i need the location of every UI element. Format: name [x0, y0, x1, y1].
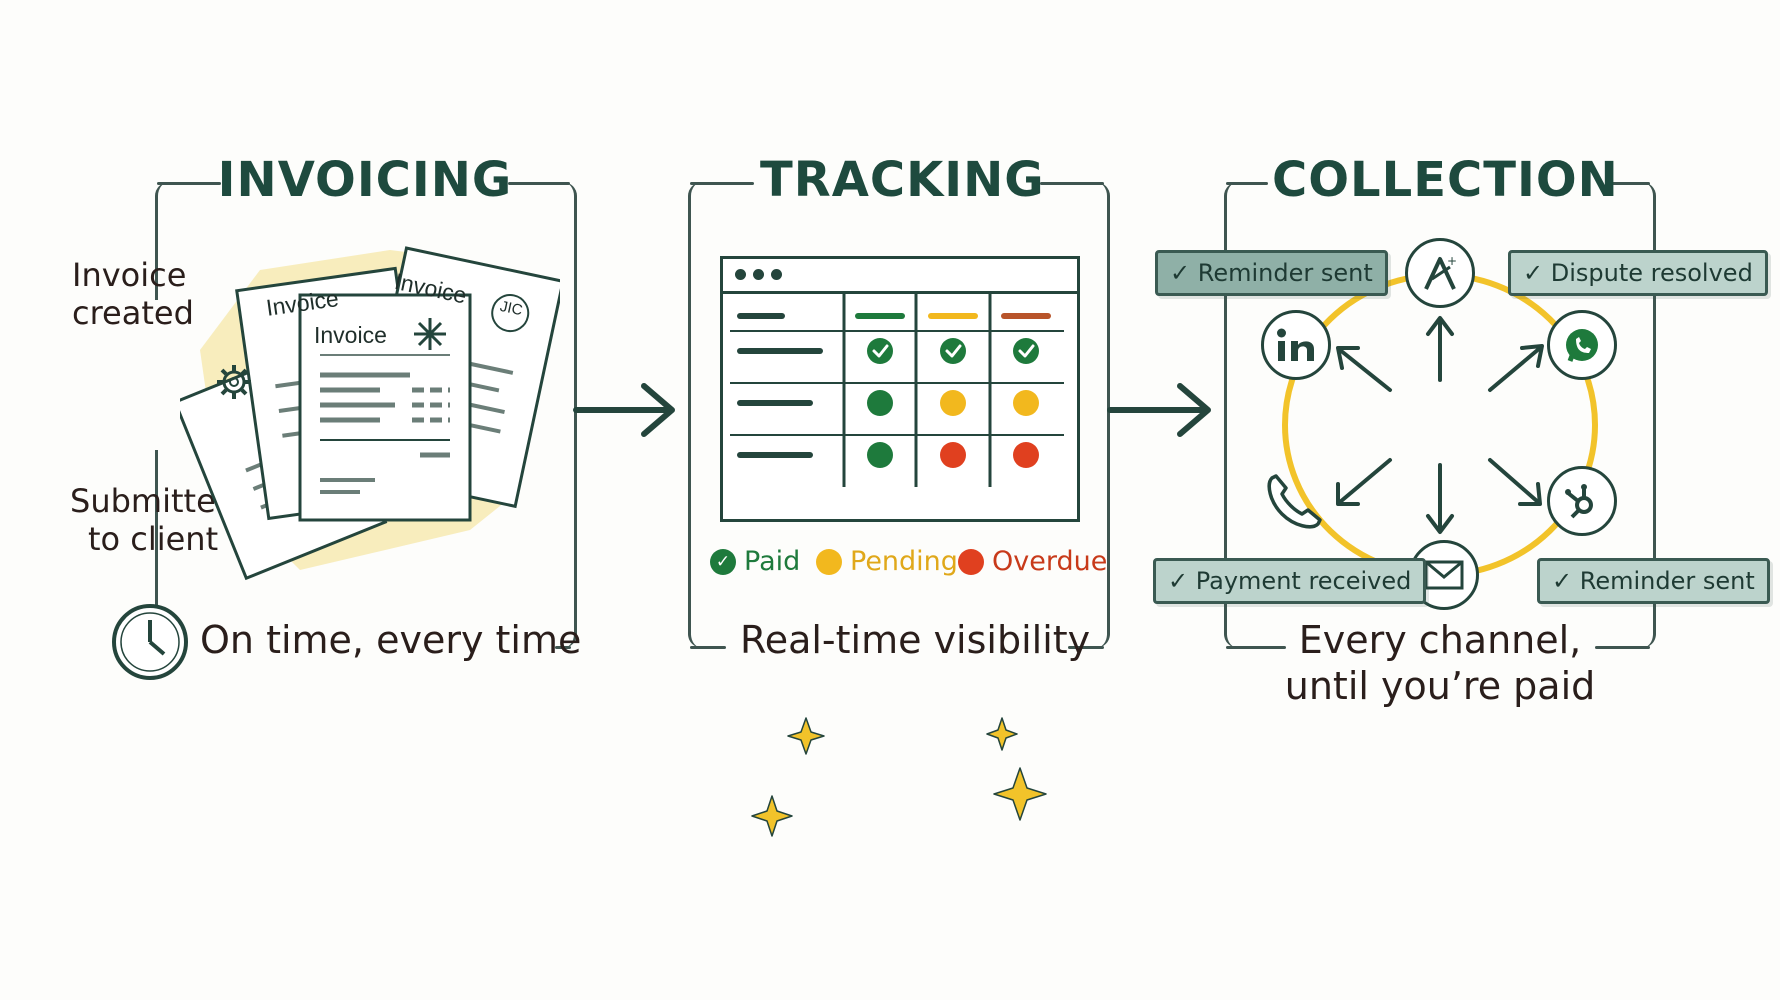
frame-bottom-right [555, 646, 571, 649]
frame-top-right [1612, 182, 1650, 185]
email-icon [1409, 540, 1479, 610]
invoice-created-label: Invoice created [72, 256, 194, 332]
sparkle-logo-icon [414, 318, 446, 350]
invoicing-title: INVOICING [217, 152, 513, 208]
tag-reminder-sent-bottom: ✓ Reminder sent [1537, 558, 1770, 604]
overdue-dot-icon [958, 548, 984, 575]
clock-icon [112, 604, 188, 680]
sparkle-icon [986, 717, 1018, 751]
linkedin-icon [1261, 310, 1331, 380]
status-dot-paid [867, 390, 893, 416]
invoicing-caption: On time, every time [200, 618, 582, 662]
status-dot-pending [940, 390, 966, 416]
tracking-window [720, 256, 1080, 522]
invoice-documents-illustration [180, 246, 560, 581]
collection-caption-line2: until you’re paid [1284, 664, 1596, 708]
window-dot-icon [753, 269, 764, 280]
status-dot-overdue [940, 442, 966, 468]
frame-top-right [1040, 182, 1104, 185]
front-invoice-title: Invoice [314, 322, 387, 348]
legend-pending: Pending [816, 546, 958, 577]
legend-paid-label: Paid [744, 546, 801, 577]
status-dot-pending [1013, 390, 1039, 416]
check-icon [872, 344, 889, 358]
svg-text:+: + [1447, 254, 1457, 268]
check-icon [1018, 344, 1035, 358]
hubspot-icon [1547, 466, 1617, 536]
status-dot-paid [867, 338, 893, 364]
window-dot-icon [771, 269, 782, 280]
check-icon: ✓ [710, 548, 736, 575]
frame-top-left [1226, 182, 1268, 185]
collection-title: COLLECTION [1272, 152, 1619, 208]
arrow-right-icon [573, 383, 675, 437]
frame-bottom-left [690, 646, 726, 649]
status-dot-overdue [1013, 442, 1039, 468]
window-titlebar [723, 259, 1077, 294]
gear-icon [217, 365, 251, 399]
status-dot-paid [940, 338, 966, 364]
tracking-title: TRACKING [760, 152, 1045, 208]
frame-bottom-right [1068, 646, 1104, 649]
frame-bottom-left [1226, 646, 1286, 649]
sparkle-icon [993, 767, 1047, 821]
window-dot-icon [735, 269, 746, 280]
status-dot-paid [867, 442, 893, 468]
check-icon [945, 344, 962, 358]
arrow-right-icon [1107, 383, 1211, 437]
sparkles-decoration [751, 717, 1047, 837]
tracking-frame [688, 182, 1110, 648]
sparkle-icon [751, 795, 793, 837]
legend-paid: ✓ Paid [710, 546, 800, 577]
tracking-caption: Real-time visibility [740, 618, 1091, 662]
sparkle-icon [787, 717, 825, 755]
phone-icon [1262, 470, 1326, 534]
status-dot-paid [1013, 338, 1039, 364]
tag-payment-received: ✓ Payment received [1153, 558, 1427, 604]
tag-reminder-sent-top: ✓ Reminder sent [1155, 250, 1388, 296]
legend-overdue: Overdue [958, 546, 1107, 577]
collection-caption-line1: Every channel, [1298, 618, 1582, 662]
whatsapp-icon [1547, 310, 1617, 380]
submitted-to-client-label: Submitted to client [70, 482, 237, 558]
frame-top-left [690, 182, 754, 185]
legend-overdue-label: Overdue [992, 546, 1108, 577]
frame-bottom-right [1595, 646, 1650, 649]
legend-pending-label: Pending [850, 546, 958, 577]
brand-a-icon: + [1405, 238, 1475, 308]
tracking-status-grid [730, 291, 1064, 487]
frame-top-right [508, 182, 570, 185]
tag-dispute-resolved: ✓ Dispute resolved [1508, 250, 1768, 296]
frame-top-left [157, 182, 221, 185]
collection-frame [1224, 182, 1656, 648]
pending-dot-icon [816, 548, 842, 575]
